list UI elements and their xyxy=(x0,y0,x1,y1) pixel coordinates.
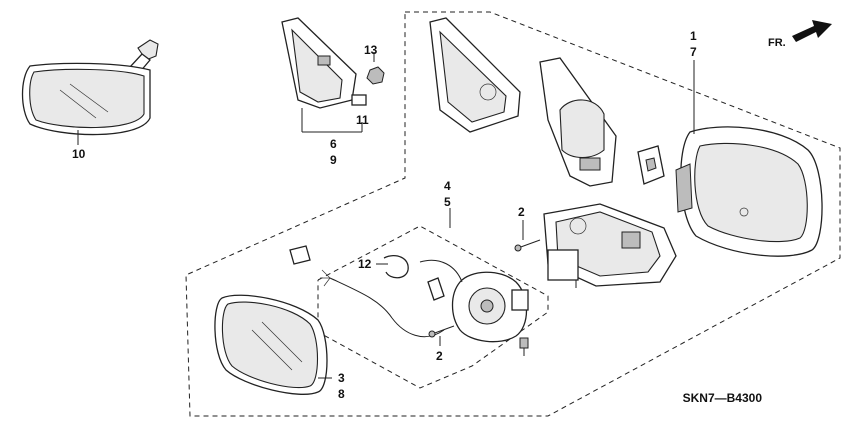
callout-5: 5 xyxy=(444,195,451,209)
assembly-outline-outer xyxy=(185,11,841,417)
diagram-code: SKN7—B4300 xyxy=(683,391,763,405)
motor-unit xyxy=(451,271,529,343)
callout-12: 12 xyxy=(358,257,372,271)
clip-11 xyxy=(351,94,367,106)
callout-10: 10 xyxy=(72,147,86,161)
callout-3: 3 xyxy=(338,371,345,385)
leader-lines xyxy=(318,52,695,379)
front-arrow-icon xyxy=(792,20,832,42)
screw-2-upper xyxy=(514,239,541,252)
front-direction-label: FR. xyxy=(768,37,786,49)
triangle-cover-small xyxy=(281,17,363,133)
mirror-housing xyxy=(675,126,823,257)
mirror-base xyxy=(539,57,617,187)
bracket-small xyxy=(637,145,665,185)
clamp-12 xyxy=(383,255,409,279)
wire-harness xyxy=(320,259,463,338)
callout-11: 11 xyxy=(356,113,369,127)
assembly-outline-motor xyxy=(317,225,549,389)
front-direction-indicator: FR. xyxy=(768,20,832,49)
callout-8: 8 xyxy=(338,387,345,401)
screw-2-lower xyxy=(428,325,455,338)
clip-13 xyxy=(366,66,385,85)
callout-13: 13 xyxy=(364,43,378,57)
callout-2-lower: 2 xyxy=(436,349,443,363)
screw-bottom xyxy=(519,337,529,356)
callout-2-upper: 2 xyxy=(518,205,525,219)
actuator-assembly xyxy=(543,203,677,288)
callout-9: 9 xyxy=(330,153,337,167)
triangle-cover-large xyxy=(429,17,521,133)
callout-1: 1 xyxy=(690,29,697,43)
mirror-glass xyxy=(214,294,328,395)
rearview-mirror xyxy=(21,39,159,145)
connector-top xyxy=(289,245,311,265)
callout-7: 7 xyxy=(690,45,697,59)
callout-6: 6 xyxy=(330,137,337,151)
callout-4: 4 xyxy=(444,179,451,193)
